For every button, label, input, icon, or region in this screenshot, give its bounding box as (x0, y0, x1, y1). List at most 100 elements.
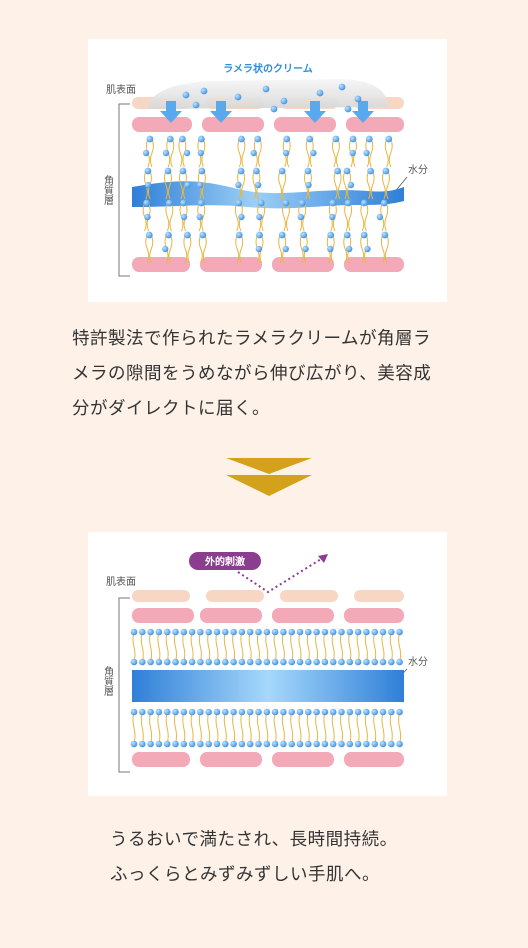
lipid-head (280, 628, 287, 636)
lipid-head (205, 708, 212, 716)
lipid-tail (178, 170, 183, 200)
lipid-tail (389, 631, 393, 663)
lipid-head (296, 658, 304, 666)
lipid-head (288, 740, 295, 748)
lipid-head (304, 167, 312, 175)
lipid-head (354, 628, 362, 636)
lipid-head (371, 708, 379, 716)
lipid-tail (237, 138, 242, 168)
lipid-head (363, 628, 370, 636)
lipid-tail (261, 202, 266, 232)
lipid-tail (232, 711, 236, 745)
lipid-tail (232, 631, 236, 663)
lipid-tail (290, 711, 294, 745)
lipid-head (172, 628, 179, 636)
lipid-head (144, 213, 151, 221)
lipid-tail (360, 234, 365, 264)
lipid-tail (343, 234, 348, 264)
cream-lipid-balls (182, 83, 362, 113)
lamellar-cream-dome (148, 79, 388, 109)
lipid-head (155, 708, 163, 716)
lipid-tail (364, 711, 368, 745)
lipid-tail (315, 711, 319, 745)
lipid-head (180, 628, 188, 636)
lipid-tail (389, 711, 393, 745)
lipid-tail (364, 631, 368, 663)
lipid-tail (183, 234, 188, 264)
lipid-head (197, 149, 205, 157)
lipid-head (130, 740, 138, 748)
lipid-head (238, 135, 245, 143)
lipid-tail (163, 170, 168, 200)
stratum-bracket (118, 103, 130, 277)
lipid-tail (182, 631, 186, 663)
lipid-head (263, 708, 271, 716)
lipid-head (382, 167, 390, 175)
lipid-tail (132, 711, 136, 745)
lipid-tail (335, 138, 340, 168)
lipid-head (306, 135, 314, 143)
lipid-tail (273, 631, 277, 663)
lipid-head (165, 199, 173, 207)
lipid-head (257, 199, 265, 207)
lipid-tail (257, 631, 260, 663)
lipid-head (163, 708, 171, 716)
lipid-head (388, 708, 395, 716)
lipid-head (381, 231, 389, 239)
lipid-head (300, 231, 308, 239)
lipid-tail (348, 711, 352, 745)
lipid-head (313, 708, 320, 716)
lipid-head (155, 628, 163, 636)
lipid-head (165, 231, 172, 239)
pink-cell-row-1 (132, 608, 404, 623)
lipid-tail (140, 631, 144, 663)
lipid-head (329, 658, 337, 666)
lipid-head (263, 740, 271, 748)
lipid-head (222, 708, 229, 716)
lipid-tail (282, 170, 287, 200)
pink-cell-row-2 (132, 752, 404, 767)
lipid-head (385, 135, 393, 143)
cream-lipid-ball (262, 85, 270, 93)
lipid-head (288, 708, 295, 716)
lipid-tail (306, 711, 310, 745)
lipid-tail (281, 711, 285, 745)
lipid-head (172, 658, 179, 666)
lipid-head (130, 628, 138, 636)
lipid-head (321, 658, 329, 666)
lipid-head (147, 628, 154, 636)
lipid-head (363, 149, 370, 157)
lipid-head (354, 658, 362, 666)
lipid-head (198, 167, 206, 175)
lipid-head (237, 167, 245, 175)
lipid-head (288, 658, 295, 666)
lipid-head (188, 708, 196, 716)
lipid-tail (165, 202, 170, 232)
lipid-head (354, 708, 362, 716)
lipid-head (155, 658, 163, 666)
lipid-head (255, 708, 262, 716)
lipid-head (179, 167, 187, 175)
lipid-tail (298, 711, 302, 745)
lipid-head (246, 628, 254, 636)
lipid-head (313, 628, 320, 636)
arrow-head-icon (318, 554, 328, 563)
lipid-tail (285, 202, 290, 232)
lipid-tail (174, 711, 177, 745)
lipid-head (354, 740, 362, 748)
lipid-tail (306, 631, 310, 663)
lipid-head (329, 628, 337, 636)
lipid-tail (369, 138, 374, 168)
pink-cell-row-1 (132, 117, 404, 132)
lipid-head (347, 181, 355, 189)
lipid-head (143, 199, 151, 207)
lipid-head (238, 658, 246, 666)
down-arrow-icon (352, 101, 374, 123)
lipid-tail (174, 631, 177, 663)
lipid-head (310, 149, 317, 157)
lipid-head (197, 628, 204, 636)
lipid-tail (157, 711, 161, 745)
lipid-tail (241, 170, 246, 200)
lipid-head (321, 708, 329, 716)
lipid-head (205, 628, 212, 636)
